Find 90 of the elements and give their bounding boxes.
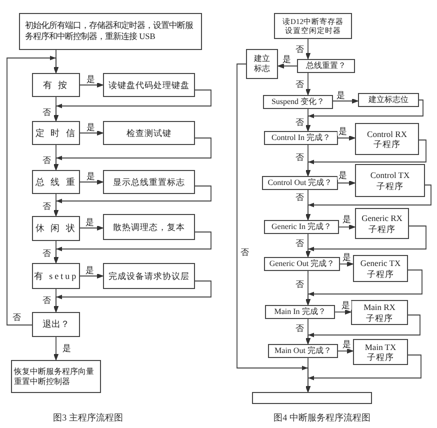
process-box: [252, 392, 372, 404]
arrow: [305, 100, 424, 132]
process-box: Generic RX 子程序: [355, 208, 409, 239]
arrow: [53, 232, 212, 264]
edge-label: 否: [294, 238, 306, 248]
edge-label: 是: [340, 300, 352, 310]
process-box: 完成设备请求协议层: [103, 263, 195, 289]
arrow: [6, 56, 59, 326]
decision-box: Generic Out 完成？: [264, 257, 340, 271]
process-box: Main RX 子程序: [351, 300, 408, 325]
edge-label: 否: [42, 296, 52, 304]
decision-box: 总线重置？: [297, 59, 355, 73]
process-box: Generic TX 子程序: [353, 255, 408, 282]
edge-label: 是: [86, 74, 96, 84]
arrow: [80, 130, 104, 136]
edge-label: 否: [294, 192, 306, 202]
edge-label: 是: [336, 90, 346, 100]
edge-label: 是: [84, 218, 96, 226]
arrow: [338, 135, 356, 141]
arrow: [305, 270, 422, 306]
arrow: [338, 180, 356, 186]
decision-box: 休 闲 状: [32, 216, 80, 241]
arrow: [340, 261, 354, 267]
edge-label: 是: [86, 172, 96, 180]
arrow: [334, 309, 352, 315]
arrow: [80, 179, 104, 185]
arrow: [305, 184, 432, 220]
edge-label: 是: [338, 170, 348, 180]
edge-label: 否: [42, 248, 52, 258]
process-box: Control RX 子程序: [355, 123, 419, 155]
edge-label: 否: [294, 80, 306, 88]
figure-caption: 图3 主程序流程图: [53, 414, 123, 422]
edge-label: 是: [62, 344, 72, 352]
decision-box: Main In 完成？: [265, 305, 335, 319]
figure-caption: 图4 中断服务程序流程图: [274, 414, 370, 422]
edge-label: 是: [342, 252, 352, 262]
process-box: 建立标志位: [358, 93, 419, 107]
edge-label: 否: [294, 44, 306, 54]
arrow: [53, 280, 212, 312]
arrow: [305, 72, 311, 96]
edge-label: 否: [294, 280, 306, 288]
decision-box: 总 线 重: [32, 170, 80, 194]
process-box: 显示总线重置标志: [103, 170, 195, 194]
process-box: Main TX 子程序: [353, 339, 408, 365]
arrow: [305, 226, 426, 258]
edge-label: 是: [282, 54, 292, 64]
decision-box: Generic In 完成？: [264, 220, 339, 234]
arrow: [53, 186, 212, 216]
decision-box: 有 按: [32, 73, 80, 97]
process-box: Control TX 子程序: [355, 164, 425, 197]
edge-label: 是: [86, 122, 96, 132]
decision-box: Control Out 完成？: [262, 176, 338, 190]
arrow: [338, 224, 356, 230]
arrow: [305, 140, 426, 176]
process-box: 初始化所有端口，存储器和定时器，设置中断服务程序和中断控制器，重新连接 USB: [19, 13, 202, 50]
process-box: 散热调理态，复本: [103, 214, 195, 240]
arrow: [305, 38, 311, 60]
edge-label: 是: [342, 214, 352, 224]
arrow: [332, 98, 358, 104]
edge-label: 否: [42, 202, 52, 210]
decision-box: Control In 完成？: [264, 131, 338, 145]
arrow: [305, 314, 420, 344]
decision-box: Main Out 完成？: [268, 344, 338, 358]
edge-label: 否: [294, 118, 306, 126]
edge-label: 是: [84, 266, 96, 274]
arrow: [53, 90, 212, 122]
arrow: [80, 82, 104, 88]
decision-box: 定 时 信: [32, 121, 80, 145]
arrow: [278, 63, 298, 69]
process-box: 读键盘代码处理键盘: [103, 73, 195, 97]
edge-label: 是: [342, 340, 352, 348]
arrow: [80, 225, 104, 231]
arrow: [80, 273, 104, 279]
process-box: 检查测试键: [103, 121, 195, 145]
arrow: [236, 64, 311, 392]
decision-box: Suspend 变化？: [263, 95, 333, 109]
decision-box: 有 setup: [32, 263, 80, 289]
process-box: 建立标志: [246, 49, 278, 79]
edge-label: 否: [42, 108, 52, 116]
process-box: 恢复中断服务程序向量重置中断控制器: [11, 360, 101, 393]
edge-label: 否: [294, 324, 306, 332]
edge-label: 否: [240, 248, 250, 256]
edge-label: 是: [338, 126, 348, 136]
decision-box: 退出？: [32, 312, 80, 337]
edge-label: 否: [12, 312, 22, 322]
arrow: [53, 336, 59, 360]
edge-label: 否: [294, 152, 306, 162]
arrow: [53, 138, 212, 170]
edge-label: 否: [42, 156, 52, 164]
arrow: [338, 348, 354, 354]
